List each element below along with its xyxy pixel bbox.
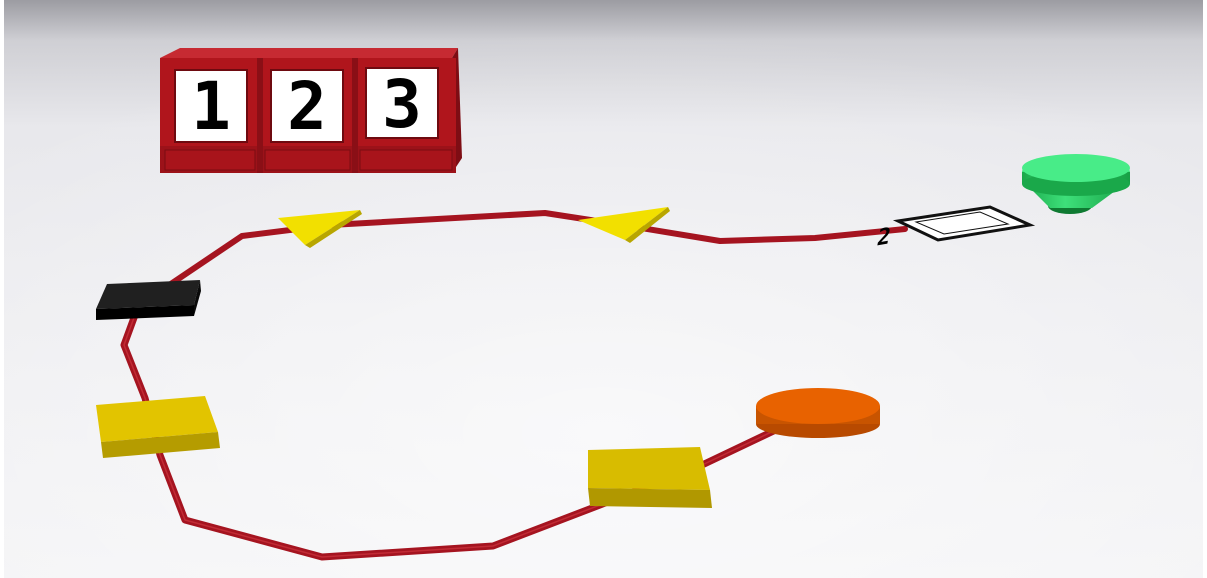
counter-digit-3: 3: [366, 66, 438, 143]
counter-digit-2: 2: [271, 68, 343, 145]
svg-text:3: 3: [382, 66, 422, 143]
yellow-block-left[interactable]: [96, 396, 220, 458]
left-edge: [0, 0, 4, 578]
right-edge: [1203, 0, 1207, 578]
yellow-block-right[interactable]: [588, 447, 712, 508]
counter-digit-1: 1: [175, 68, 247, 145]
counter-display: 1 2 3: [160, 48, 462, 173]
black-block[interactable]: [96, 280, 201, 320]
orange-disc[interactable]: [756, 388, 880, 438]
svg-text:1: 1: [191, 68, 231, 145]
svg-text:2: 2: [287, 68, 327, 145]
